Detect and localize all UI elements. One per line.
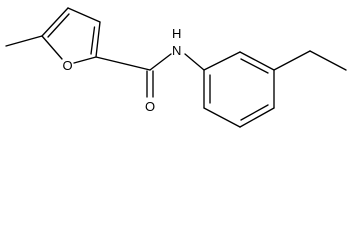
- carbonyl-oxygen-label: O: [145, 99, 155, 114]
- benzene-bond-2: [239, 51, 275, 71]
- benzene-bond-5: [203, 107, 241, 128]
- methyl-bond: [5, 35, 43, 47]
- furan-bond-c4-c3: [67, 7, 101, 23]
- ethyl-group: [273, 50, 347, 71]
- amide-hydrogen-label: H: [172, 26, 181, 41]
- molecule-drawing: O O H N: [5, 7, 347, 128]
- furan-double-bond-c3-c2-inner: [90, 26, 96, 55]
- furan-ring: [41, 7, 101, 64]
- furan-bond-o-c5: [41, 35, 63, 60]
- bond-carbonyl-nitrogen: [149, 53, 172, 71]
- furan-bond-c2-o: [73, 56, 97, 64]
- benzene-double-bond-4-inner: [240, 104, 269, 121]
- amide-nitrogen-label: N: [172, 43, 181, 58]
- benzene-bond-1: [203, 51, 241, 71]
- benzene-ring: [203, 51, 275, 128]
- ethyl-bond-1: [273, 50, 311, 71]
- bond-nitrogen-phenyl: [184, 53, 205, 71]
- furan-double-bond-c5-c4-inner: [47, 13, 70, 38]
- bond-furan-carbonyl: [95, 56, 151, 71]
- furan-bond-c5-c4: [41, 7, 69, 37]
- ethyl-bond-2: [309, 50, 347, 71]
- structure-diagram: O O H N: [5, 7, 347, 128]
- amide-group: [95, 53, 205, 98]
- benzene-double-bond-2-inner: [240, 58, 269, 74]
- benzene-bond-4: [239, 107, 275, 128]
- furan-oxygen-label: O: [63, 58, 73, 73]
- furan-bond-c3-c2: [95, 21, 101, 58]
